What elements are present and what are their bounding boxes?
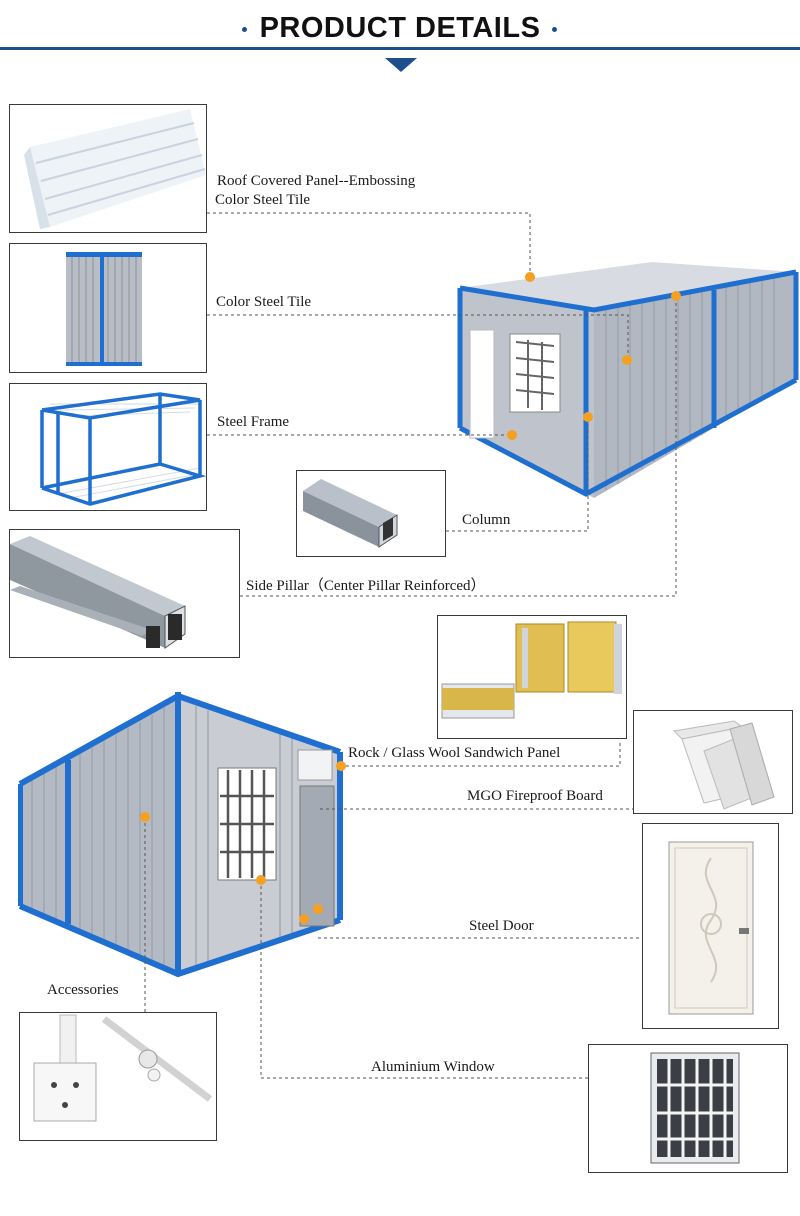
header-dot-right: [552, 27, 557, 32]
marker-steel-frame: [507, 430, 517, 440]
label-steel-frame: Steel Frame: [217, 414, 290, 430]
steel-frame-image: [9, 383, 207, 511]
label-sandwich-panel: Rock / Glass Wool Sandwich Panel: [348, 745, 561, 761]
page-title: PRODUCT DETAILS: [259, 12, 541, 44]
mgo-board-image: [633, 710, 793, 814]
marker-color-steel-tile: [622, 355, 632, 365]
roof-panel-image: [9, 104, 207, 233]
page-header: PRODUCT DETAILS: [0, 0, 800, 80]
label-mgo-board: MGO Fireproof Board: [467, 788, 603, 804]
leader-sandwich-panel: [340, 740, 621, 767]
container-bottom-illustration: [18, 692, 343, 978]
label-accessories: Accessories: [47, 982, 119, 998]
leader-color-steel-tile: [207, 314, 629, 360]
label-steel-door: Steel Door: [469, 918, 534, 934]
label-roof-panel-line1: Roof Covered Panel--Embossing: [217, 173, 416, 189]
color-steel-tile-image: [9, 243, 207, 373]
leader-column: [446, 417, 589, 532]
marker-side-pillar: [671, 291, 681, 301]
leader-roof: [207, 212, 531, 276]
label-column: Column: [462, 512, 511, 528]
header-rule: [0, 47, 800, 50]
label-side-pillar: Side Pillar（Center Pillar Reinforced）: [246, 578, 486, 594]
marker-steel-door: [299, 914, 309, 924]
label-color-steel-tile: Color Steel Tile: [216, 294, 312, 310]
marker-accessories: [140, 812, 150, 822]
header-dot-left: [242, 27, 247, 32]
marker-mgo-board: [313, 904, 323, 914]
label-roof-panel: Roof Covered Panel--Embossing Color Stee…: [215, 172, 416, 210]
marker-column: [583, 412, 593, 422]
label-aluminium-window: Aluminium Window: [371, 1059, 495, 1075]
leader-aluminium-window: [260, 880, 588, 1079]
header-pointer: [385, 58, 417, 72]
column-image: [296, 470, 446, 557]
container-top-illustration: [457, 262, 799, 498]
side-pillar-image: [9, 529, 240, 658]
marker-sandwich-panel: [336, 761, 346, 771]
leader-side-pillar: [240, 296, 677, 597]
steel-door-image: [642, 823, 779, 1029]
marker-aluminium-window: [256, 875, 266, 885]
sandwich-panel-image: [437, 615, 627, 739]
marker-roof: [525, 272, 535, 282]
aluminium-window-image: [588, 1044, 788, 1173]
accessories-image: [19, 1012, 217, 1141]
label-roof-panel-line2: Color Steel Tile: [215, 192, 311, 208]
